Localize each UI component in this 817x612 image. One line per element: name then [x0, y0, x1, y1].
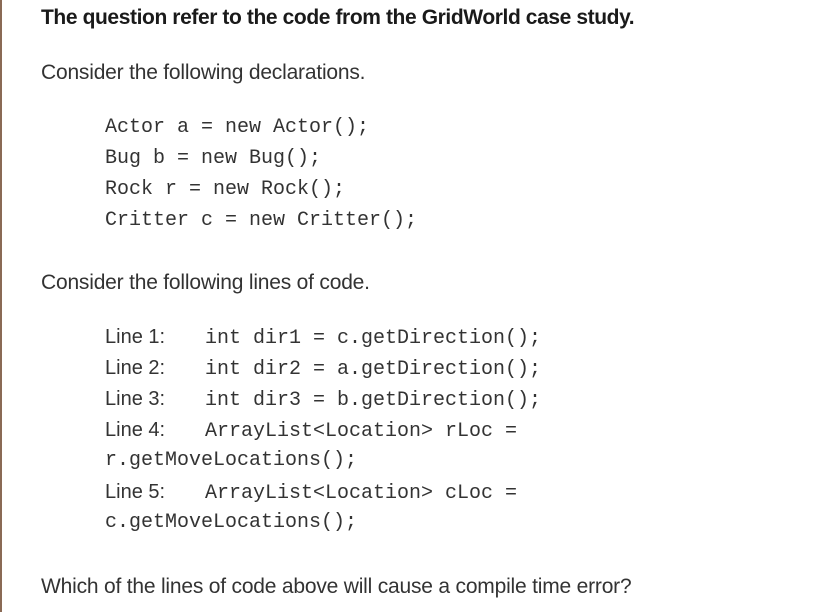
- line-label: Line 4:: [105, 419, 166, 441]
- line-label: Line 2:: [105, 357, 166, 379]
- code-line-2: Line 2: int dir2 = a.getDirection();: [105, 356, 541, 387]
- question-text: Which of the lines of code above will ca…: [41, 575, 632, 598]
- code-line-5-continuation: c.getMoveLocations();: [105, 511, 541, 542]
- lines-of-code-block: Line 1: int dir1 = c.getDirection(); Lin…: [105, 325, 541, 542]
- code-line-1: Line 1: int dir1 = c.getDirection();: [105, 325, 541, 356]
- line-code-continuation: r.getMoveLocations();: [105, 449, 358, 472]
- left-border: [0, 0, 2, 612]
- code-line-3: Line 3: int dir3 = b.getDirection();: [105, 387, 541, 418]
- declaration-line: Actor a = new Actor();: [105, 116, 370, 139]
- line-code: ArrayList<Location> rLoc =: [205, 420, 518, 443]
- line-code: int dir2 = a.getDirection();: [205, 358, 542, 381]
- question-header: The question refer to the code from the …: [41, 6, 635, 29]
- code-line-4: Line 4: ArrayList<Location> rLoc =: [105, 418, 541, 449]
- declaration-line: Critter c = new Critter();: [105, 209, 418, 232]
- line-code: int dir1 = c.getDirection();: [205, 327, 542, 350]
- declaration-line: Rock r = new Rock();: [105, 178, 346, 201]
- lines-intro: Consider the following lines of code.: [41, 271, 370, 294]
- declarations-code-block: Actor a = new Actor(); Bug b = new Bug()…: [105, 116, 417, 240]
- line-label: Line 1:: [105, 326, 166, 348]
- line-label: Line 3:: [105, 388, 166, 410]
- declarations-intro: Consider the following declarations.: [41, 61, 366, 84]
- line-label: Line 5:: [105, 481, 166, 503]
- line-code-continuation: c.getMoveLocations();: [105, 511, 358, 534]
- code-line-4-continuation: r.getMoveLocations();: [105, 449, 541, 480]
- declaration-line: Bug b = new Bug();: [105, 147, 322, 170]
- line-code: int dir3 = b.getDirection();: [205, 389, 542, 412]
- code-line-5: Line 5: ArrayList<Location> cLoc =: [105, 480, 541, 511]
- line-code: ArrayList<Location> cLoc =: [205, 482, 518, 505]
